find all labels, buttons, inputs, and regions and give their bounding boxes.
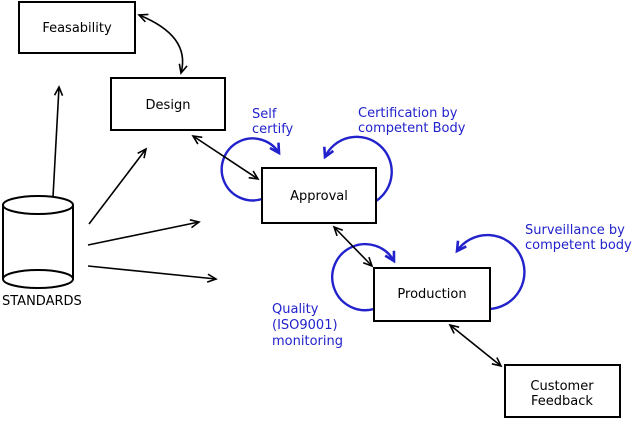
arrow-standards-to-production	[87, 265, 218, 283]
self-certify-annotation-line2: certify	[252, 122, 294, 137]
certification-loop-arrow	[322, 135, 393, 203]
certification-annotation-line2: competent Body	[358, 121, 466, 136]
customer-feedback-label-line1: Customer	[530, 379, 594, 394]
feasability-node	[18, 1, 136, 54]
certification-annotation-line1: Certification by	[358, 106, 458, 121]
cylinder-bottom-ellipse	[2, 269, 74, 289]
approval-node	[261, 167, 377, 224]
self-certify-annotation-line1: Self	[252, 107, 277, 122]
design-node	[110, 77, 226, 131]
arrow-design-approval	[191, 134, 260, 181]
arrow-feasability-design	[137, 13, 188, 75]
production-node	[373, 267, 491, 322]
approval-label: Approval	[290, 189, 348, 204]
quality-monitoring-annotation-line1: Quality	[272, 302, 319, 317]
cylinder-top-ellipse	[2, 195, 74, 215]
design-label: Design	[146, 98, 191, 113]
arrow-production-customer-feedback	[448, 323, 503, 368]
surveillance-loop-arrow	[455, 233, 526, 311]
customer-feedback-node	[504, 364, 621, 418]
surveillance-annotation-line1: Surveillance by	[525, 223, 625, 238]
arrow-approval-production	[332, 225, 374, 268]
feasability-label: Feasability	[42, 21, 112, 36]
production-label: Production	[397, 287, 466, 302]
arrow-standards-to-feasability	[52, 85, 64, 198]
customer-feedback-label-line2: Feedback	[531, 394, 593, 409]
quality-monitoring-annotation-line3: monitoring	[272, 334, 343, 349]
surveillance-annotation-line2: competent body	[525, 238, 632, 253]
arrow-standards-to-design	[88, 147, 148, 225]
arrow-standards-to-approval	[87, 219, 201, 246]
quality-monitoring-annotation-line2: (ISO9001)	[272, 318, 338, 333]
standards-label: STANDARDS	[2, 294, 82, 309]
standards-cylinder	[2, 195, 74, 289]
